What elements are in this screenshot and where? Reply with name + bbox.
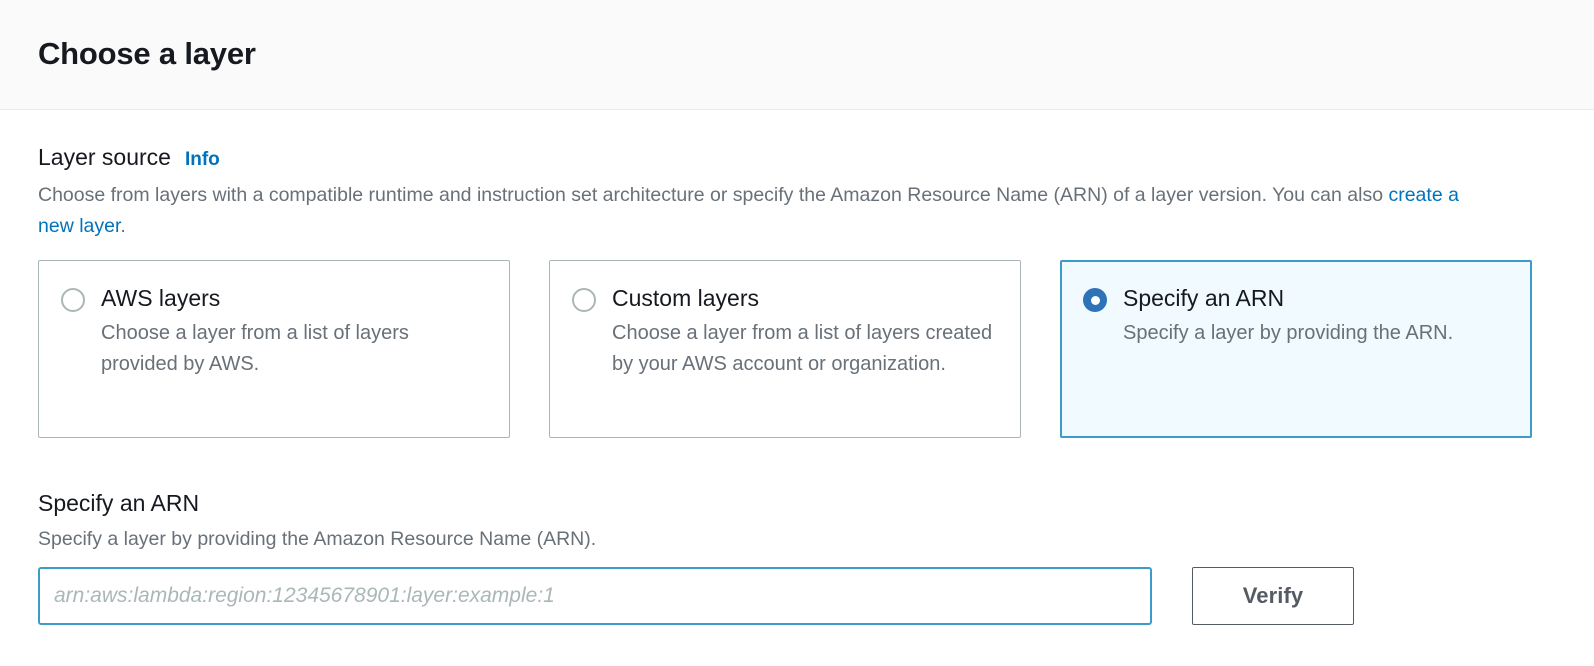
option-text-specify-an-arn: Specify an ARN Specify a layer by provid… <box>1123 284 1509 417</box>
page-title: Choose a layer <box>38 36 256 72</box>
layer-source-description-text-1: Choose from layers with a compatible run… <box>38 184 1389 206</box>
radio-icon-aws-layers[interactable] <box>61 288 85 312</box>
radio-icon-custom-layers[interactable] <box>572 288 596 312</box>
arn-input[interactable] <box>38 566 1152 625</box>
option-text-custom-layers: Custom layers Choose a layer from a list… <box>612 284 998 417</box>
arn-input-row: Verify <box>38 566 1556 625</box>
arn-section-description: Specify a layer by providing the Amazon … <box>38 527 597 550</box>
dialog-body: Layer source Info Choose from layers wit… <box>0 110 1594 625</box>
layer-source-description-text-2: . <box>120 215 126 237</box>
layer-source-option-custom-layers[interactable]: Custom layers Choose a layer from a list… <box>549 260 1021 438</box>
layer-source-option-aws-layers[interactable]: AWS layers Choose a layer from a list of… <box>38 260 510 438</box>
layer-source-options: AWS layers Choose a layer from a list of… <box>38 260 1556 438</box>
option-description-custom-layers: Choose a layer from a list of layers cre… <box>612 322 993 375</box>
layer-source-description: Choose from layers with a compatible run… <box>38 180 1498 242</box>
option-title-aws-layers: AWS layers <box>101 285 221 311</box>
layer-source-label: Layer source <box>38 144 171 170</box>
layer-source-label-row: Layer source Info <box>38 144 1556 171</box>
verify-button[interactable]: Verify <box>1192 566 1354 625</box>
info-link[interactable]: Info <box>184 149 220 170</box>
layer-source-option-specify-an-arn[interactable]: Specify an ARN Specify a layer by provid… <box>1060 260 1532 438</box>
option-description-specify-an-arn: Specify a layer by providing the ARN. <box>1123 322 1454 344</box>
dialog-header: Choose a layer <box>0 0 1594 110</box>
radio-icon-specify-an-arn[interactable] <box>1083 288 1107 312</box>
option-text-aws-layers: AWS layers Choose a layer from a list of… <box>101 284 487 417</box>
option-title-custom-layers: Custom layers <box>612 285 759 311</box>
create-a-new-layer-link[interactable]: create a new layer <box>38 184 1459 237</box>
option-description-aws-layers: Choose a layer from a list of layers pro… <box>101 322 409 375</box>
option-title-specify-an-arn: Specify an ARN <box>1123 285 1285 311</box>
arn-section-title: Specify an ARN <box>38 490 200 516</box>
arn-section: Specify an ARN Specify a layer by provid… <box>38 490 1556 625</box>
